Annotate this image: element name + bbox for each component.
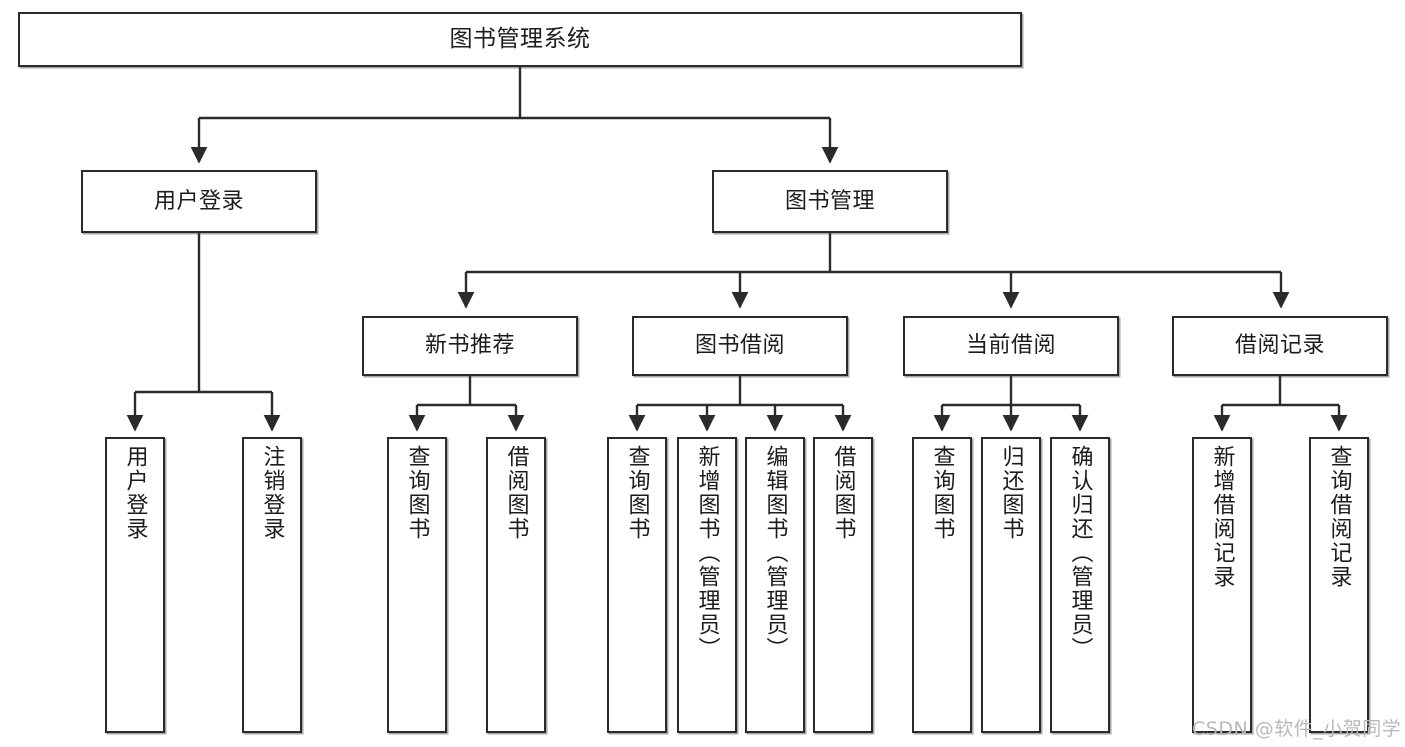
leaf-cur-confirm[interactable]: 确认归还（管理员） <box>1050 437 1110 733</box>
node-root[interactable]: 图书管理系统 <box>18 12 1022 67</box>
csdn-watermark: CSDN @软件_小贺同学 <box>1192 718 1402 740</box>
leaf-borrow-query[interactable]: 查询图书 <box>607 437 667 733</box>
node-book-borrow-label: 图书借阅 <box>694 333 785 359</box>
leaf-rec-query2-label: 查询借阅记录 <box>1326 445 1352 589</box>
leaf-borrow-add-label: 新增图书（管理员） <box>694 445 720 661</box>
node-new-book-rec[interactable]: 新书推荐 <box>362 316 578 376</box>
leaf-cur-confirm-label: 确认归还（管理员） <box>1067 445 1093 661</box>
leaf-rec-query-label: 查询图书 <box>404 445 430 541</box>
leaf-user-logout-label: 注销登录 <box>259 445 285 541</box>
leaf-rec-query2[interactable]: 查询借阅记录 <box>1309 437 1369 733</box>
node-borrow-record[interactable]: 借阅记录 <box>1172 316 1388 376</box>
leaf-cur-return-label: 归还图书 <box>998 445 1024 541</box>
leaf-rec-borrow[interactable]: 借阅图书 <box>486 437 546 733</box>
node-user-login-label: 用户登录 <box>153 188 244 214</box>
node-book-borrow[interactable]: 图书借阅 <box>632 316 848 376</box>
leaf-borrow-query-label: 查询图书 <box>624 445 650 541</box>
leaf-rec-add[interactable]: 新增借阅记录 <box>1192 437 1252 733</box>
leaf-borrow-lend[interactable]: 借阅图书 <box>813 437 873 733</box>
leaf-rec-add-label: 新增借阅记录 <box>1209 445 1235 589</box>
leaf-borrow-edit-label: 编辑图书（管理员） <box>762 445 788 661</box>
leaf-cur-query-label: 查询图书 <box>929 445 955 541</box>
node-root-label: 图书管理系统 <box>449 25 591 52</box>
leaf-user-logout[interactable]: 注销登录 <box>242 437 302 733</box>
node-book-manage[interactable]: 图书管理 <box>712 170 948 233</box>
leaf-user-login[interactable]: 用户登录 <box>105 437 165 733</box>
leaf-rec-query[interactable]: 查询图书 <box>387 437 447 733</box>
leaf-user-login-label: 用户登录 <box>122 445 148 541</box>
node-book-manage-label: 图书管理 <box>784 188 875 214</box>
leaf-cur-query[interactable]: 查询图书 <box>912 437 972 733</box>
leaf-rec-borrow-label: 借阅图书 <box>503 445 529 541</box>
leaf-borrow-add[interactable]: 新增图书（管理员） <box>677 437 737 733</box>
leaf-borrow-lend-label: 借阅图书 <box>830 445 856 541</box>
node-user-login[interactable]: 用户登录 <box>81 170 317 233</box>
leaf-cur-return[interactable]: 归还图书 <box>981 437 1041 733</box>
node-current-borrow[interactable]: 当前借阅 <box>903 316 1119 376</box>
node-current-borrow-label: 当前借阅 <box>965 333 1056 359</box>
node-borrow-record-label: 借阅记录 <box>1234 333 1325 359</box>
node-new-book-rec-label: 新书推荐 <box>424 333 515 359</box>
leaf-borrow-edit[interactable]: 编辑图书（管理员） <box>745 437 805 733</box>
